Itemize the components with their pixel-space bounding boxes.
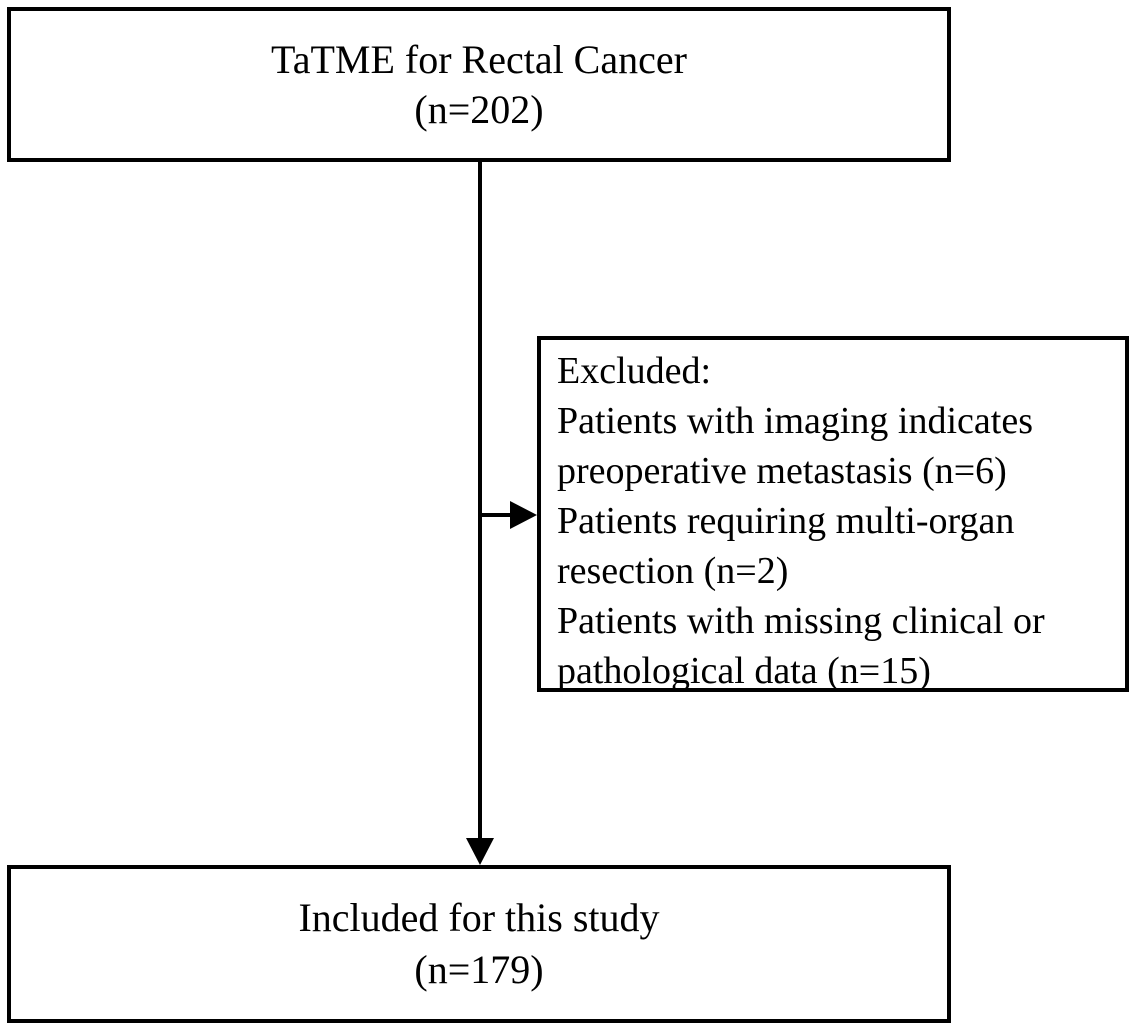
- main-flow-arrowhead: [466, 838, 494, 865]
- exclusion-line: preoperative metastasis (n=6): [557, 450, 1007, 492]
- exclusion-line: pathological data (n=15): [557, 650, 931, 692]
- included-population-box: Included for this study (n=179): [7, 865, 951, 1023]
- source-population-box: TaTME for Rectal Cancer (n=202): [7, 7, 951, 162]
- exclusion-line: Patients with missing clinical or: [557, 600, 1045, 642]
- exclusion-box: Excluded: Patients with imaging indicate…: [537, 336, 1129, 692]
- exclusion-branch-arrowhead: [510, 501, 537, 529]
- exclusion-heading: Excluded:: [557, 350, 712, 392]
- source-population-title: TaTME for Rectal Cancer: [271, 36, 687, 82]
- included-population-title: Included for this study: [298, 895, 660, 940]
- exclusion-line: Patients requiring multi-organ: [557, 500, 1015, 542]
- included-population-count: (n=179): [414, 947, 544, 992]
- exclusion-line: resection (n=2): [557, 550, 789, 592]
- exclusion-line: Patients with imaging indicates: [557, 400, 1033, 442]
- source-population-count: (n=202): [414, 86, 544, 132]
